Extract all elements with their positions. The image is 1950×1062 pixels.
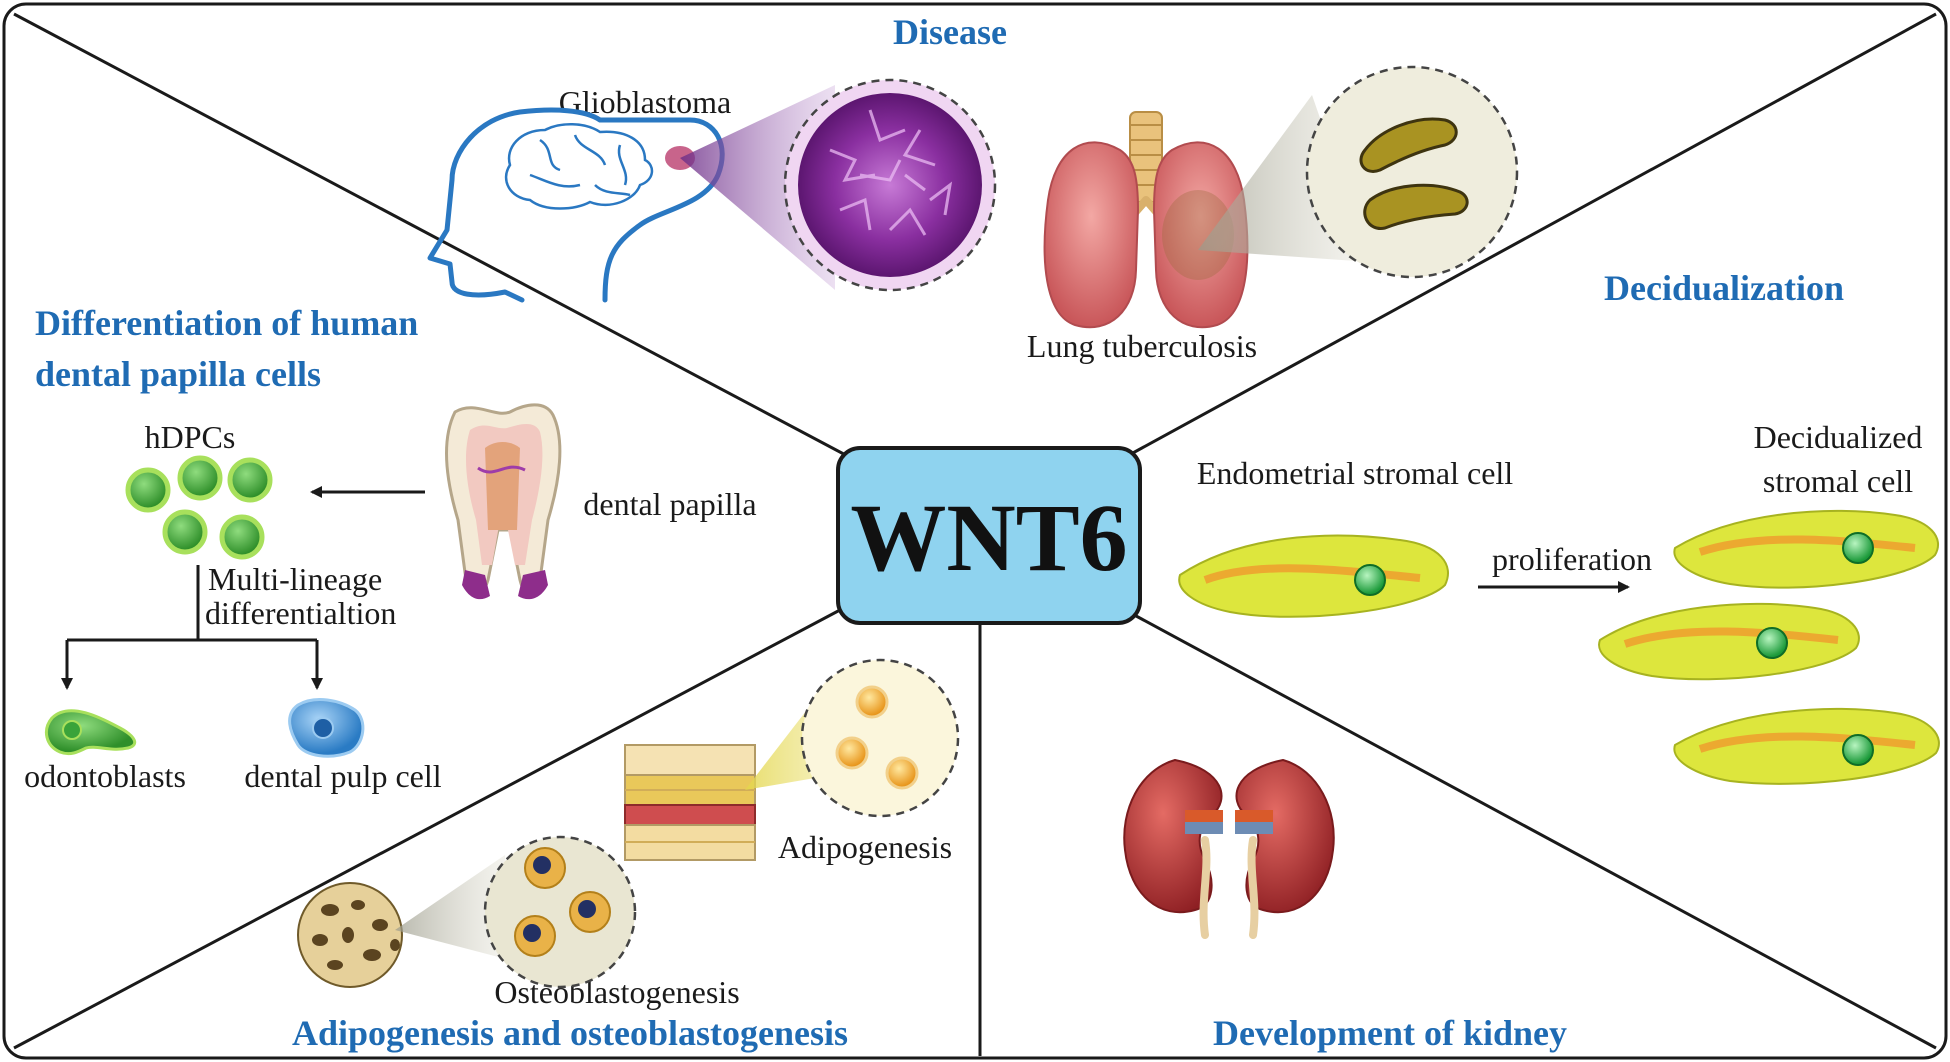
decidualized-label-line2: stromal cell <box>1763 463 1913 499</box>
fat-tissue-icon <box>624 744 756 861</box>
hdpc-cell-icon <box>227 457 273 503</box>
fat-cells <box>835 685 919 790</box>
endometrial-cell-icon <box>1178 534 1449 618</box>
odontoblast-cell-icon <box>44 709 137 756</box>
lung-icon <box>1043 141 1249 329</box>
divider-top-right <box>1119 12 1937 462</box>
hdpc-cell-icon <box>125 467 171 513</box>
tooth-icon <box>445 403 562 600</box>
osteoblast-cell-icon <box>524 847 566 889</box>
endometrial-label: Endometrial stromal cell <box>1197 455 1513 491</box>
kidney-heading: Development of kidney <box>1213 1013 1567 1053</box>
left-kidney-icon <box>1123 758 1223 939</box>
decidualized-cell-icon-1 <box>1673 509 1940 589</box>
decidualized-cell-icon-2 <box>1598 602 1860 681</box>
glioblastoma-texture <box>829 109 953 236</box>
osteo-zoom-cone <box>395 855 510 960</box>
brain-icon <box>504 123 654 210</box>
divider-bottom-right <box>1124 608 1937 1050</box>
multi-lineage-label-line2: differentialtion <box>205 595 396 631</box>
hdpcs-label: hDPCs <box>145 419 236 455</box>
adipogenesis-label: Adipogenesis <box>778 829 952 865</box>
hdpc-cells <box>125 455 273 560</box>
odontoblasts-label: odontoblasts <box>24 758 186 794</box>
adipo-zoom-circle <box>800 658 960 818</box>
osteoblast-cell-icon <box>569 891 611 933</box>
brain-head-icon <box>427 107 725 303</box>
disease-heading: Disease <box>893 12 1007 52</box>
dental-pulp-cell-icon <box>288 698 365 758</box>
dental-heading-line1: Differentiation of human <box>35 303 418 343</box>
fat-cell-icon <box>885 756 919 790</box>
pulp-cell-label: dental pulp cell <box>244 758 441 794</box>
osteoblast-cell-icon <box>514 915 556 957</box>
hdpc-cell-icon <box>177 455 223 501</box>
tb-zoom-circle <box>1305 65 1519 279</box>
bacteria-icon <box>1359 117 1469 230</box>
decidualization-heading: Decidualization <box>1604 268 1844 308</box>
hdpc-cell-icon <box>162 509 208 555</box>
multi-lineage-label-line1: Multi-lineage <box>208 561 382 597</box>
dental-papilla-label: dental papilla <box>583 486 756 522</box>
center-box <box>836 446 1142 625</box>
center-label: WNT6 <box>850 484 1127 591</box>
glioblastoma-cell-icon <box>798 93 982 277</box>
right-kidney-icon <box>1235 758 1335 939</box>
decidualized-cell-icon-3 <box>1673 707 1940 785</box>
dental-heading-line2: dental papilla cells <box>35 354 321 394</box>
differentiation-tree <box>61 565 323 690</box>
proliferation-label: proliferation <box>1492 541 1652 577</box>
fat-cell-icon <box>835 736 869 770</box>
divider-bottom-left <box>13 608 841 1050</box>
decidualized-label-line1: Decidualized <box>1754 419 1923 455</box>
fat-cell-icon <box>855 685 889 719</box>
adipo-heading: Adipogenesis and osteoblastogenesis <box>292 1013 848 1053</box>
lung-tb-label: Lung tuberculosis <box>1027 328 1257 364</box>
divider-top-left <box>13 12 856 462</box>
hdpc-cell-icon <box>219 514 265 560</box>
osteoblast-cells <box>514 847 611 957</box>
bone-pores <box>312 900 400 970</box>
